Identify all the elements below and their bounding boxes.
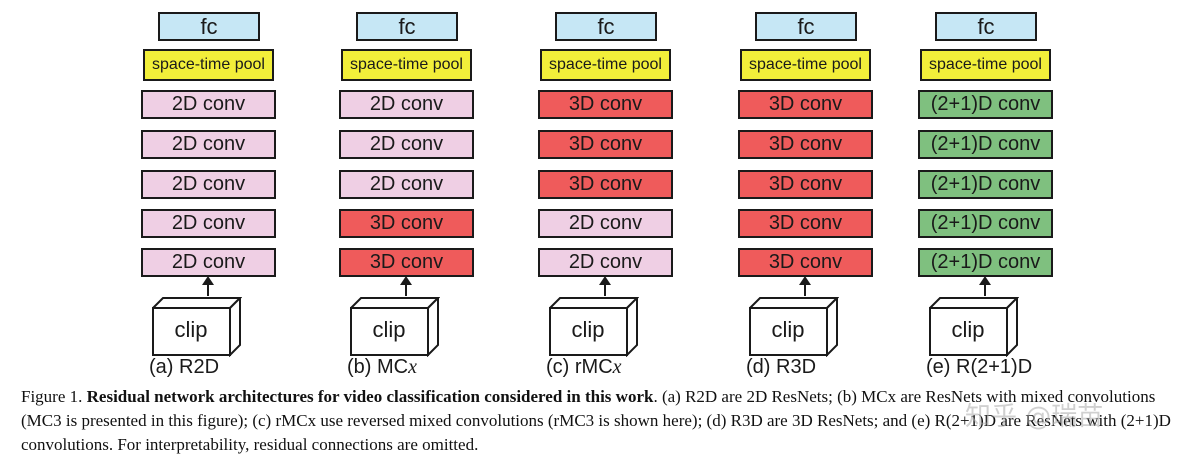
conv-layer: 2D conv — [141, 90, 276, 119]
caption-body: . (a) R2D are 2D ResNets; (b) MCx are Re… — [21, 387, 1171, 454]
clip-input: clip — [348, 295, 441, 358]
conv-layer: 3D conv — [538, 170, 673, 199]
fc-layer: fc — [158, 12, 260, 41]
column-label: (c) rMCx — [546, 356, 686, 379]
conv-layer: 2D conv — [141, 170, 276, 199]
conv-layer: 2D conv — [339, 90, 474, 119]
architecture-column: fc space-time pool (2+1)D conv (2+1)D conv (… — [916, 0, 1056, 385]
clip-input: clip — [927, 295, 1020, 358]
clip-label: clip — [771, 316, 805, 342]
column-label-variable: x — [612, 356, 622, 378]
architecture-column: fc space-time pool 2D conv 2D conv 2D conv 2D… — [139, 0, 279, 385]
conv-layer: 3D conv — [738, 248, 873, 277]
conv-layer: 2D conv — [339, 170, 474, 199]
fc-layer: fc — [356, 12, 458, 41]
conv-layer: 3D conv — [738, 90, 873, 119]
clip-label: clip — [571, 316, 605, 342]
arrow-shaft — [405, 282, 407, 296]
arrow-up-icon — [599, 276, 611, 285]
conv-layer: 3D conv — [339, 248, 474, 277]
clip-box-icon — [150, 295, 243, 358]
conv-layer: 3D conv — [738, 130, 873, 159]
fc-layer: fc — [555, 12, 657, 41]
column-label: (a) R2D — [149, 356, 289, 379]
arrow-up-icon — [799, 276, 811, 285]
figure-caption: Figure 1. Residual network architectures… — [21, 385, 1181, 457]
conv-layer: 2D conv — [141, 130, 276, 159]
space-time-pool-layer: space-time pool — [540, 49, 671, 81]
conv-layer: (2+1)D conv — [918, 170, 1053, 199]
architecture-column: fc space-time pool 3D conv 3D conv 3D conv 3D… — [736, 0, 876, 385]
clip-box-icon — [747, 295, 840, 358]
clip-input: clip — [150, 295, 243, 358]
caption-title: Residual network architectures for video… — [86, 387, 654, 406]
arrow-shaft — [207, 282, 209, 296]
conv-layer: (2+1)D conv — [918, 209, 1053, 238]
clip-label: clip — [174, 316, 208, 342]
arrow-shaft — [804, 282, 806, 296]
column-label-text: (d) R3D — [746, 356, 817, 378]
column-label-variable: x — [408, 356, 417, 378]
clip-label: clip — [372, 316, 406, 342]
column-label-text: (b) MC — [347, 356, 409, 378]
arrow-up-icon — [979, 276, 991, 285]
conv-layer: 2D conv — [538, 248, 673, 277]
space-time-pool-layer: space-time pool — [143, 49, 274, 81]
clip-box-icon — [348, 295, 441, 358]
clip-box-icon — [547, 295, 640, 358]
clip-input: clip — [747, 295, 840, 358]
watermark-text: 知乎 @瑞苗 — [965, 402, 1104, 432]
column-label-text: (a) R2D — [149, 356, 220, 378]
space-time-pool-layer: space-time pool — [740, 49, 871, 81]
conv-layer: 3D conv — [738, 170, 873, 199]
column-label: (b) MCx — [347, 356, 487, 379]
caption-prefix: Figure 1. — [21, 387, 87, 406]
column-label-text: (e) R(2+1)D — [926, 356, 1033, 378]
arrow-up-icon — [400, 276, 412, 285]
arrow-shaft — [984, 282, 986, 296]
architecture-column: fc space-time pool 3D conv 3D conv 3D conv 2D… — [536, 0, 676, 385]
conv-layer: 3D conv — [538, 130, 673, 159]
fc-layer: fc — [935, 12, 1037, 41]
conv-layer: (2+1)D conv — [918, 90, 1053, 119]
column-label-text: (c) rMC — [546, 356, 613, 378]
clip-box-icon — [927, 295, 1020, 358]
architecture-column: fc space-time pool 2D conv 2D conv 2D conv 3D… — [337, 0, 477, 385]
conv-layer: 3D conv — [339, 209, 474, 238]
arrow-up-icon — [202, 276, 214, 285]
conv-layer: 2D conv — [141, 248, 276, 277]
space-time-pool-layer: space-time pool — [920, 49, 1051, 81]
arrow-shaft — [604, 282, 606, 296]
column-label: (d) R3D — [746, 356, 886, 379]
conv-layer: 3D conv — [738, 209, 873, 238]
clip-input: clip — [547, 295, 640, 358]
conv-layer: (2+1)D conv — [918, 248, 1053, 277]
conv-layer: 2D conv — [141, 209, 276, 238]
column-label: (e) R(2+1)D — [926, 356, 1066, 379]
space-time-pool-layer: space-time pool — [341, 49, 472, 81]
conv-layer: 2D conv — [538, 209, 673, 238]
conv-layer: (2+1)D conv — [918, 130, 1053, 159]
conv-layer: 2D conv — [339, 130, 474, 159]
fc-layer: fc — [755, 12, 857, 41]
clip-label: clip — [951, 316, 985, 342]
conv-layer: 3D conv — [538, 90, 673, 119]
